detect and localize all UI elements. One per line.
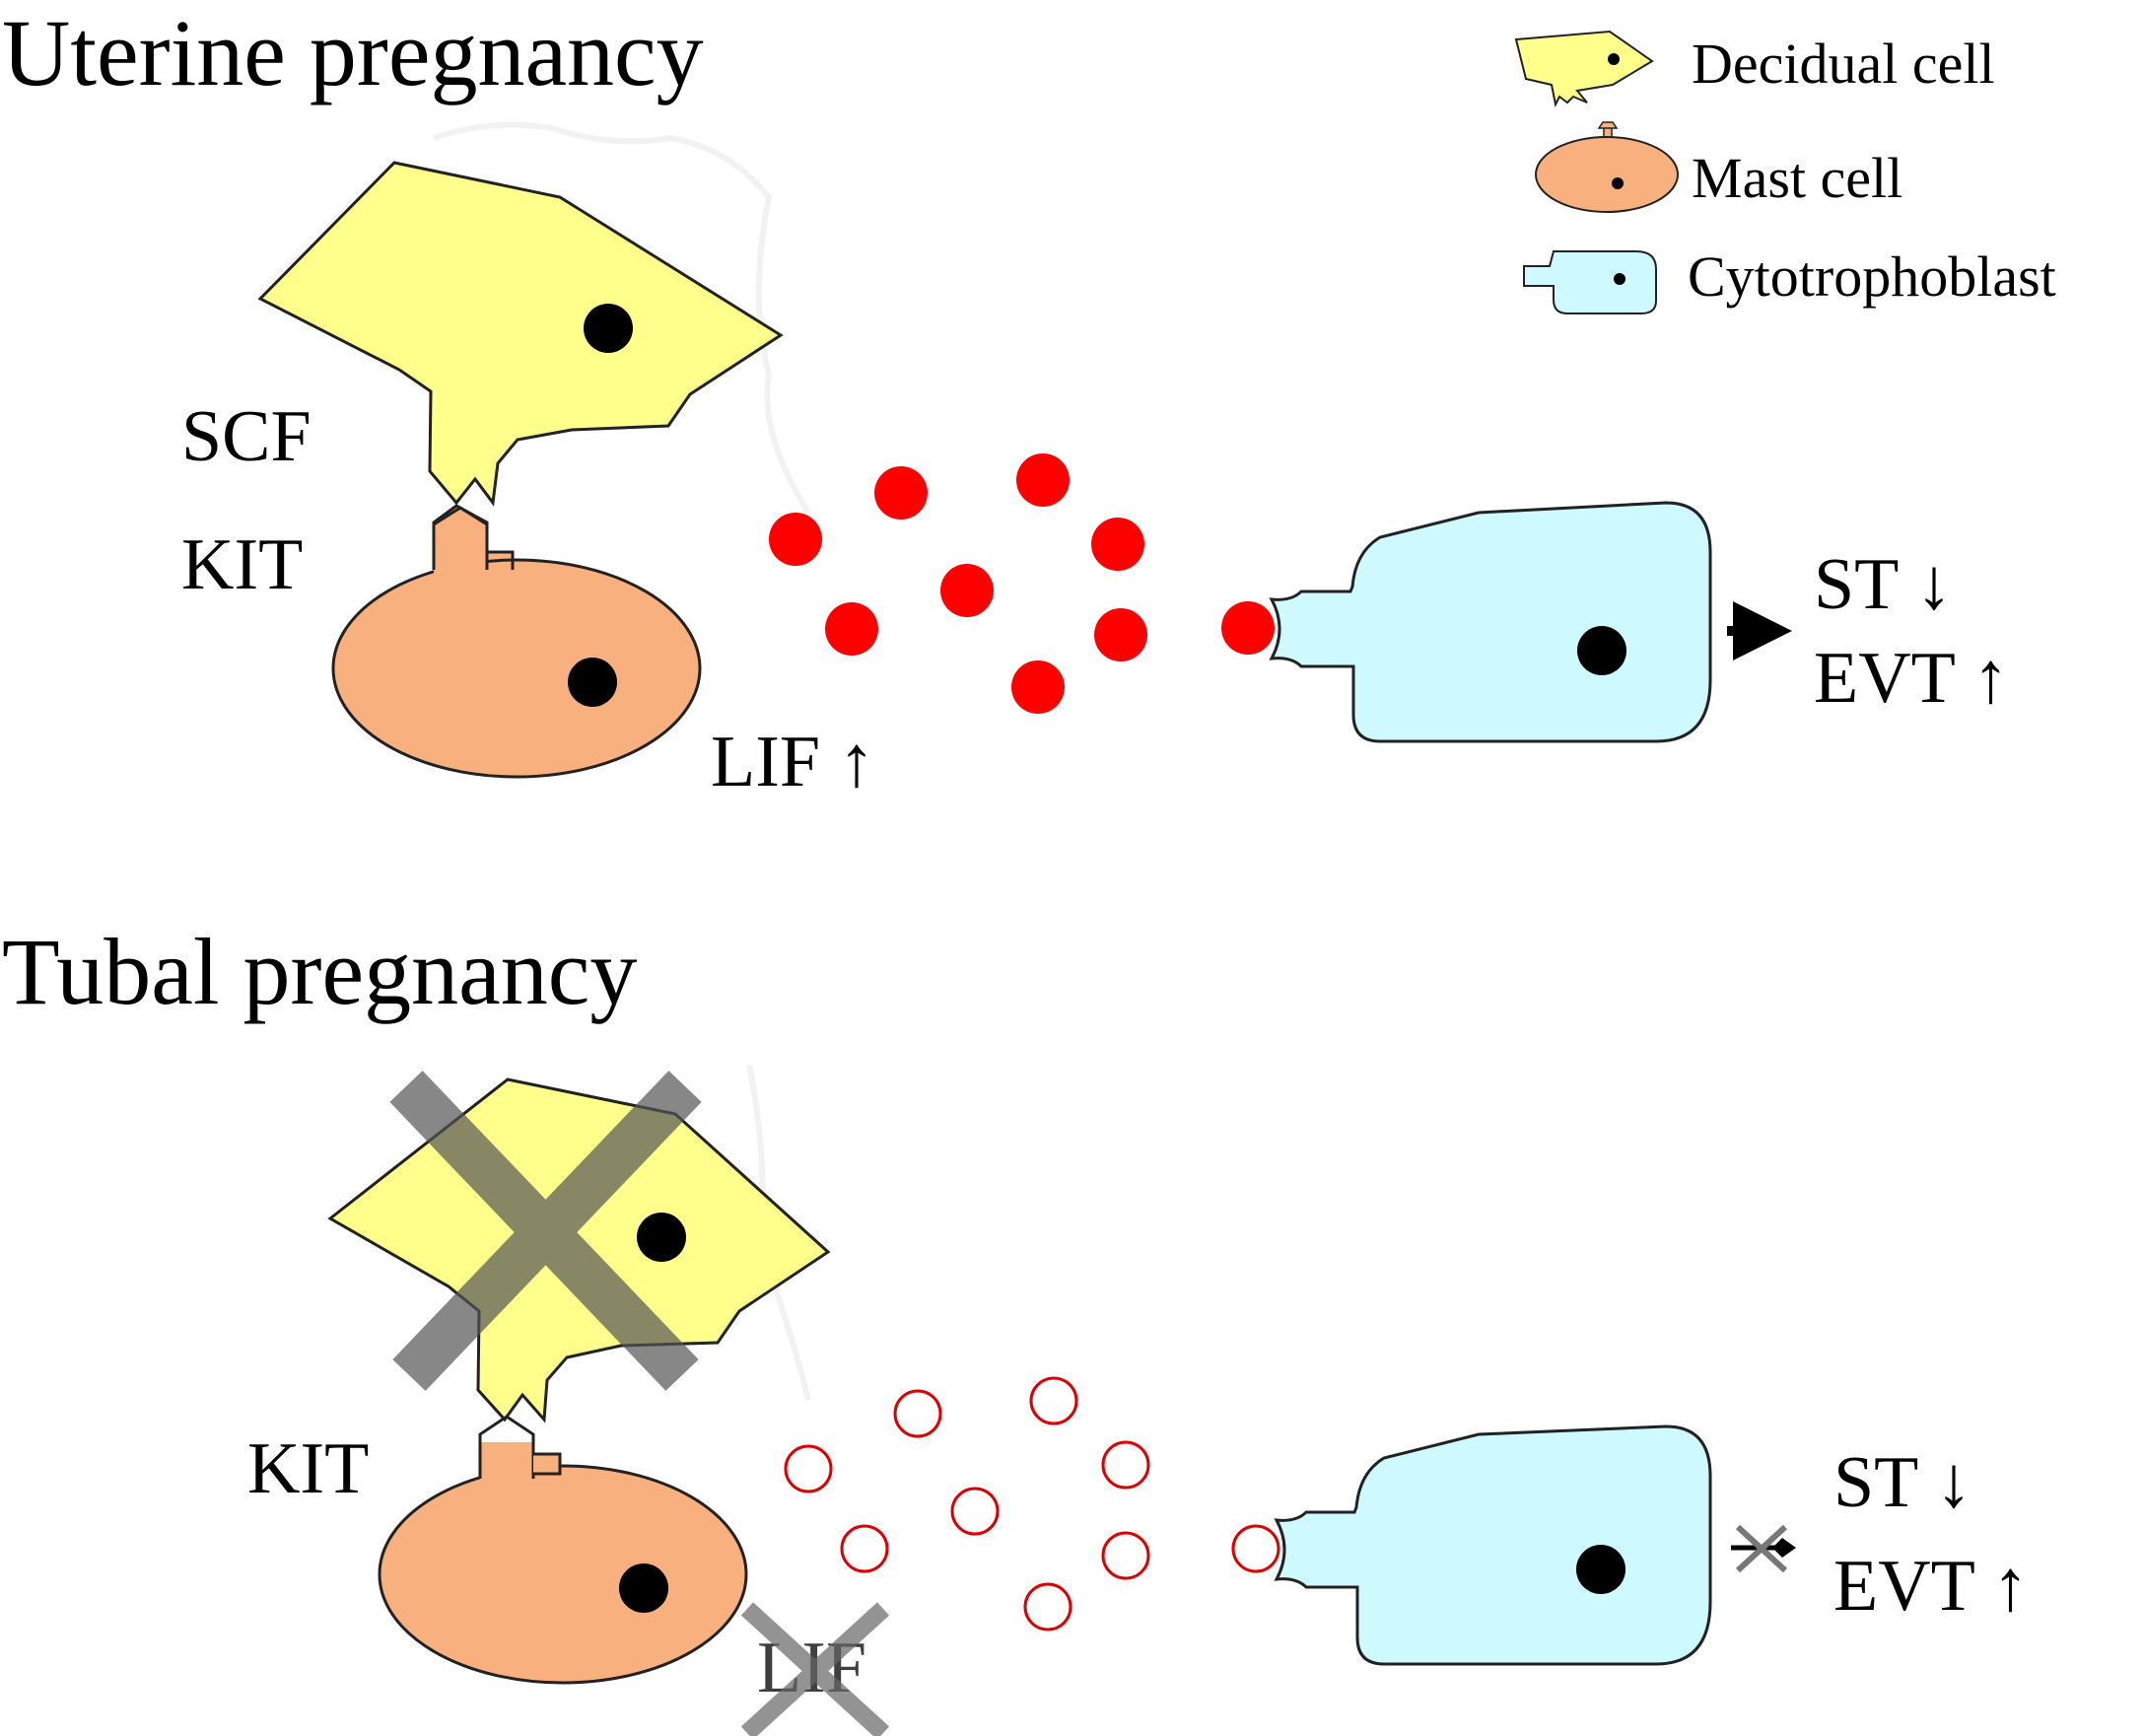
blocked-arrow-icon [1731,1524,1796,1573]
lif-molecule [1101,1531,1150,1580]
lif-molecule [874,466,928,520]
lif-molecule [1101,1440,1150,1490]
lif-molecule [1231,1524,1280,1573]
tubal-kit-label: KIT [247,1428,369,1509]
lif-molecule [1221,601,1275,655]
lif-molecule [893,1389,942,1438]
lif-molecule [940,564,994,617]
decidual-nucleus [637,1213,686,1262]
legend-decidual-label: Decidual cell [1692,32,1995,96]
uterine-lif-label: LIF ↑ [711,722,875,802]
lif-molecule [1091,518,1144,571]
legend-mast-label: Mast cell [1692,146,1902,210]
lif-molecule [784,1444,833,1493]
tubal-st-label: ST ↓ [1833,1442,1972,1523]
lif-molecule [950,1487,1000,1536]
lif-molecule [1016,453,1070,507]
cytotrophoblast-cell [1269,501,1712,743]
lif-molecule [1023,1582,1072,1632]
uterine-st-label: ST ↓ [1814,544,1953,625]
legend-mast-icon [1535,121,1679,213]
uterine-scf-label: SCF [181,396,311,477]
faint-background-sketch [433,121,811,515]
cytotrophoblast-nucleus [1576,1545,1625,1594]
mast-cell [331,504,702,779]
cytotrophoblast-nucleus [1577,626,1626,675]
mast-cell [378,1415,748,1685]
lif-blocked-cross-icon [740,1602,890,1736]
tubal-evt-label: EVT ↑ [1833,1546,2029,1627]
legend-cytotrophoblast-icon [1523,250,1657,314]
lif-molecule [1029,1376,1078,1425]
uterine-lif-molecules [769,453,1275,714]
tubal-title: Tubal pregnancy [2,919,637,1024]
lif-molecule [769,513,822,566]
legend: Decidual cell Mast cell Cytotrophoblast [1514,30,2056,314]
decidual-blocked-cross-icon [389,1071,702,1391]
mast-nucleus [619,1563,668,1613]
decidual-cell [257,161,784,507]
mast-nucleus [568,658,617,707]
legend-cytotrophoblast-label: Cytotrophoblast [1688,244,2056,309]
tubal-panel: KIT LIF [247,1064,2029,1736]
uterine-evt-label: EVT ↑ [1814,638,2009,719]
tubal-lif-molecules [784,1376,1280,1632]
uterine-kit-label: KIT [181,524,303,605]
lif-molecule [840,1524,889,1573]
lif-molecule [1094,608,1147,661]
lif-molecule [825,602,878,656]
cytotrophoblast-cell [1274,1424,1712,1666]
uterine-panel: SCF KIT LIF ↑ ST ↓ EVT ↑ [181,121,2009,802]
legend-decidual-icon [1514,30,1654,108]
uterine-title: Uterine pregnancy [2,0,704,105]
decidual-nucleus [584,304,633,353]
lif-molecule [1011,660,1065,714]
